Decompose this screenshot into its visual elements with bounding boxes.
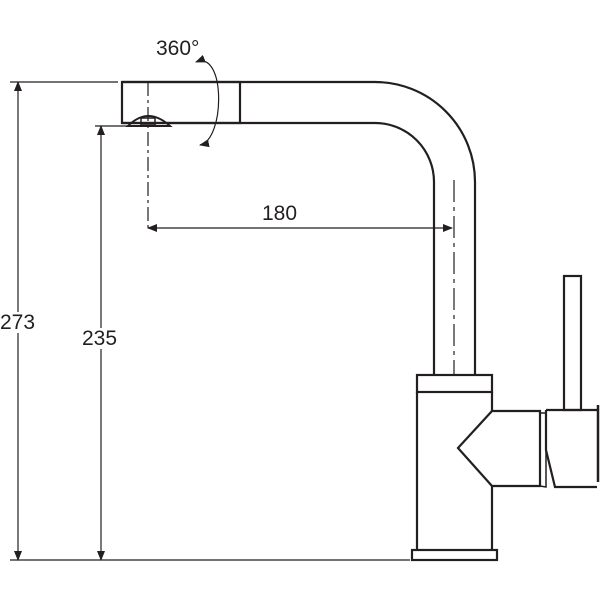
lever [562, 274, 583, 412]
spout-height-label: 235 [82, 327, 118, 350]
rotation-label: 360° [156, 37, 200, 60]
spout-inner [122, 121, 436, 375]
spout-head [120, 80, 242, 125]
total-height-label: 273 [0, 311, 36, 334]
base [410, 548, 499, 562]
spout-outline [122, 80, 477, 375]
aerator [125, 115, 173, 127]
handle [544, 408, 597, 489]
reach-label: 180 [262, 202, 298, 225]
valve-connector [456, 409, 542, 488]
body-collar [415, 373, 494, 394]
rotation-arrow-icon [195, 54, 220, 148]
body [415, 392, 494, 550]
